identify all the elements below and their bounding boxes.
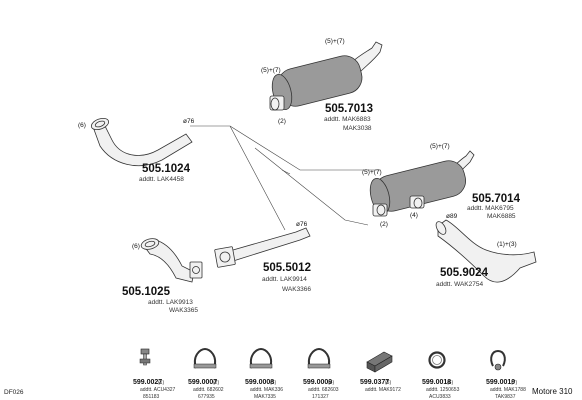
- clamp-icon: [307, 347, 331, 369]
- part-505-1024[interactable]: (6) ø76 505.1024 addtt. LAK4458: [78, 116, 195, 183]
- fitting-599-0027[interactable]: 599.0027 (1) addtt. ACU4327 851183: [133, 348, 176, 400]
- qty-label: (5)+(7): [430, 143, 450, 150]
- fitting-note: addtt. 682602: [193, 387, 224, 393]
- clamp-icon: [193, 347, 217, 369]
- hanger-icon: [490, 349, 506, 371]
- fitting-code: 599.0007: [188, 379, 217, 386]
- fitting-note: TAK9837: [495, 394, 516, 400]
- fitting-note: MAK7335: [254, 394, 276, 400]
- bracket-icon: [366, 351, 393, 373]
- fitting-note: 171327: [312, 394, 329, 400]
- fitting-599-0007[interactable]: 599.0007 (2) addtt. 682602 677935: [188, 347, 224, 400]
- fitting-code: 599.0377: [360, 379, 389, 386]
- fitting-qty: (1): [158, 380, 164, 386]
- fitting-note: addtt. MAK9172: [365, 387, 401, 393]
- fitting-qty: (2): [213, 380, 219, 386]
- qty-label: (5)+(7): [362, 169, 382, 176]
- fitting-code: 599.0027: [133, 379, 162, 386]
- clamp-icon: [249, 347, 273, 369]
- fitting-599-0019[interactable]: 599.0019 (7) addtt. MAK1788 TAK9837: [486, 349, 526, 400]
- diameter-label: ø76: [296, 221, 308, 228]
- part-note: WAK3365: [169, 307, 198, 314]
- fitting-599-0018[interactable]: 599.0018 (6) addtt. 1250653 ACU3833: [422, 351, 460, 400]
- qty-label: (1)+(3): [497, 241, 517, 248]
- fitting-note: addtt. ACU4327: [140, 387, 176, 393]
- fitting-code: 599.0019: [486, 379, 515, 386]
- qty-label: (4): [410, 212, 418, 219]
- fitting-599-0377[interactable]: 599.0377 (5) addtt. MAK9172: [360, 351, 401, 393]
- part-code: 505.7014: [472, 193, 521, 205]
- fittings-row: 599.0027 (1) addtt. ACU4327 851183 599.0…: [133, 347, 526, 400]
- qty-label: (6): [132, 243, 140, 250]
- fitting-qty: (3): [270, 380, 276, 386]
- fitting-note: addtt. 1250653: [426, 387, 460, 393]
- part-505-1025[interactable]: (6) 505.1025 addtt. LAK9913 WAK3365: [122, 237, 203, 314]
- part-note: addtt. LAK4458: [139, 176, 184, 183]
- fitting-qty: (5): [385, 380, 391, 386]
- diameter-label: ø76: [183, 118, 195, 125]
- fitting-note: ACU3833: [429, 394, 451, 400]
- part-505-9024[interactable]: ø89 (1)+(3) 505.9024 addtt. WAK2754: [434, 213, 537, 288]
- part-note: addtt. LAK9914: [262, 276, 307, 283]
- qty-label: (6): [78, 122, 86, 129]
- fitting-qty: (4): [328, 380, 334, 386]
- diameter-label: ø89: [446, 213, 458, 220]
- part-note: MAK3038: [343, 125, 372, 132]
- part-505-7013[interactable]: (5)+(7) (5)+(7) (2) 505.7013 addtt. MAK6…: [261, 38, 383, 132]
- part-505-5012[interactable]: ø76 505.5012 addtt. LAK9914 WAK3366: [214, 221, 312, 293]
- part-note: WAK3366: [282, 286, 311, 293]
- part-code: 505.7013: [325, 103, 373, 115]
- fitting-note: 851183: [143, 394, 160, 400]
- fitting-code: 599.0018: [422, 379, 451, 386]
- fitting-599-0008[interactable]: 599.0008 (3) addtt. MAK336 MAK7335: [245, 347, 283, 400]
- part-code: 505.1025: [122, 286, 171, 298]
- part-note: addtt. LAK9913: [148, 299, 193, 306]
- qty-label: (5)+(7): [325, 38, 345, 45]
- qty-label: (2): [380, 221, 388, 228]
- part-code: 505.5012: [263, 262, 311, 274]
- qty-label: (2): [278, 118, 286, 125]
- fitting-note: 677935: [198, 394, 215, 400]
- part-note: addtt. MAK6795: [467, 205, 514, 212]
- part-note: addtt. WAK2754: [436, 281, 483, 288]
- document-code: DF026: [4, 389, 24, 396]
- part-code: 505.1024: [142, 163, 191, 175]
- bolt-icon: [139, 348, 151, 366]
- fitting-note: addtt. MAK336: [250, 387, 283, 393]
- fitting-qty: (6): [447, 380, 453, 386]
- engine-label: Motore 310: [532, 387, 573, 396]
- ring-icon: [428, 351, 446, 369]
- connection-lines: [190, 125, 380, 231]
- fitting-code: 599.0008: [245, 379, 274, 386]
- fitting-note: addtt. MAK1788: [490, 387, 526, 393]
- fitting-code: 599.0009: [303, 379, 332, 386]
- fitting-599-0009[interactable]: 599.0009 (4) addtt. 682603 171327: [303, 347, 339, 400]
- part-note: MAK6885: [487, 213, 516, 220]
- part-code: 505.9024: [440, 267, 489, 279]
- qty-label: (5)+(7): [261, 67, 281, 74]
- fitting-qty: (7): [511, 380, 517, 386]
- part-note: addtt. MAK6883: [324, 116, 371, 123]
- fitting-note: addtt. 682603: [308, 387, 339, 393]
- part-505-7014[interactable]: (5)+(7) (5)+(7) (2) (4) 505.7014 addtt. …: [362, 143, 521, 228]
